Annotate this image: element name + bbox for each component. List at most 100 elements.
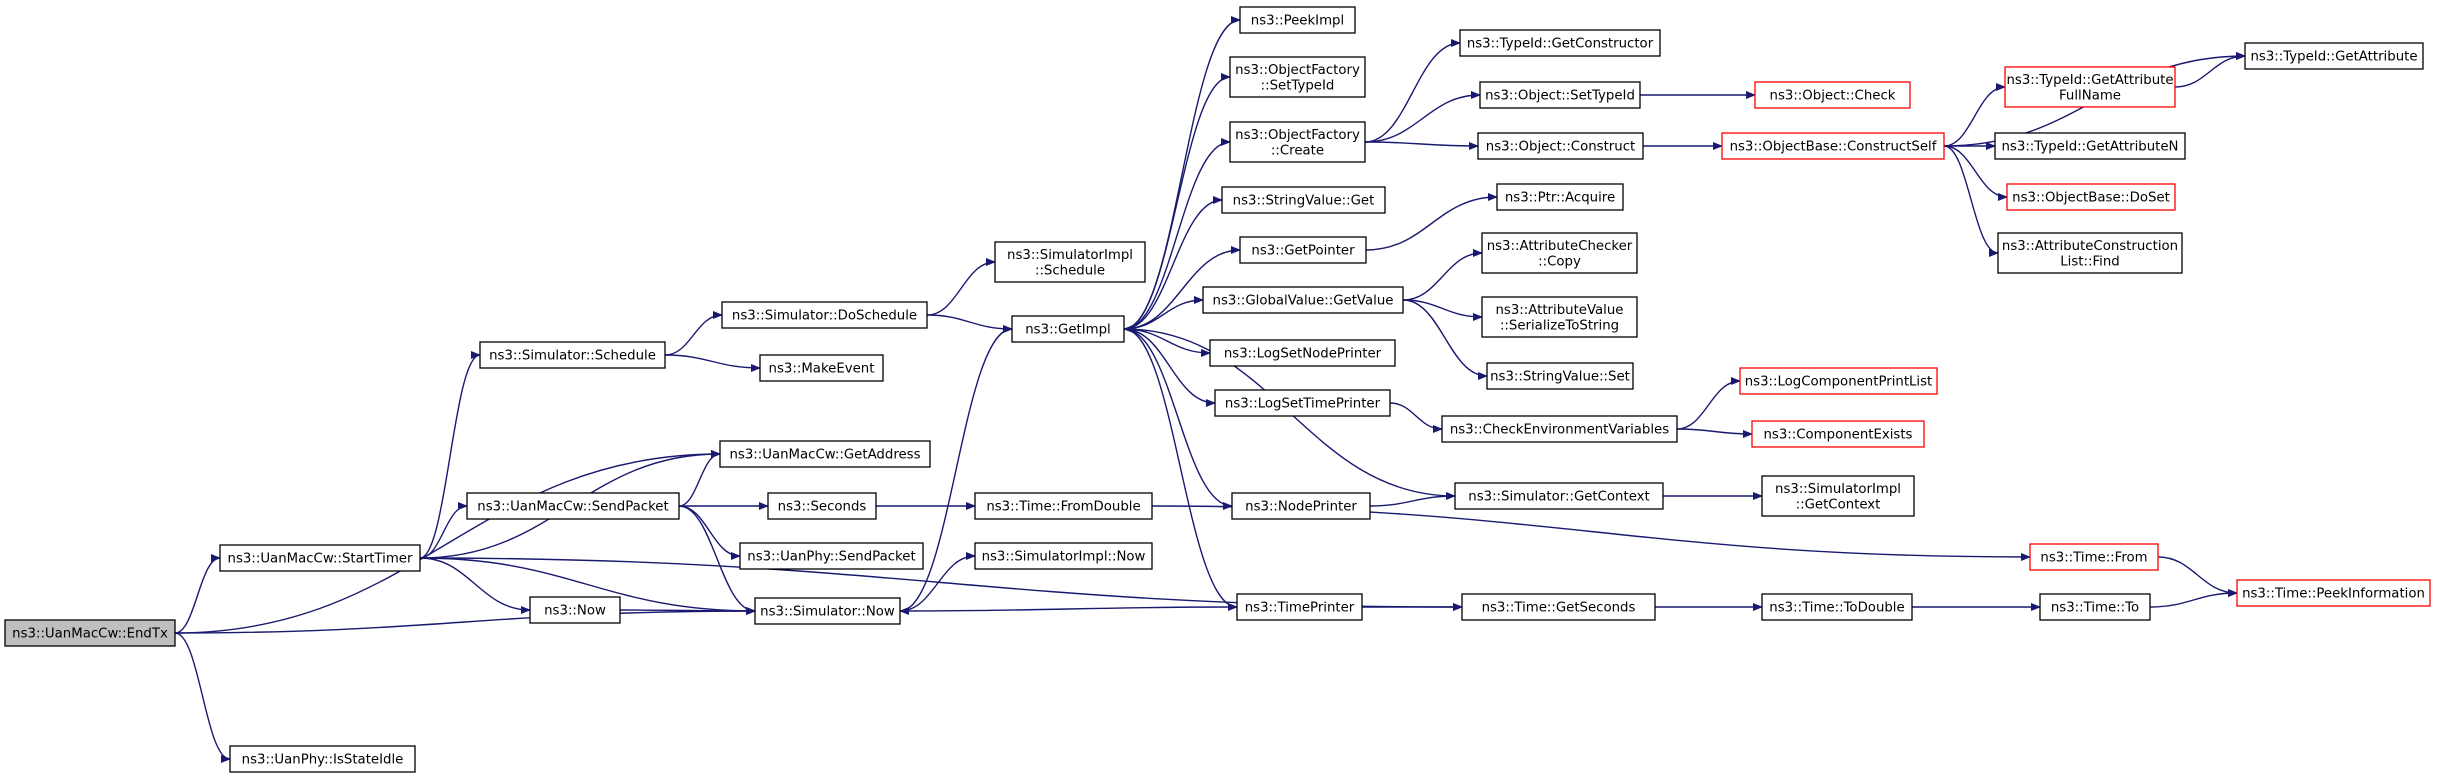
node-label: ns3::Object::Construct (1486, 140, 1635, 155)
edge-line (174, 450, 721, 634)
node-objcheck[interactable]: ns3::Object::Check (1754, 81, 1911, 109)
node-label: ns3::Object::SetTypeId (1485, 89, 1635, 104)
node-getimpl[interactable]: ns3::GetImpl (1011, 315, 1125, 343)
edge-gvgetvalue-to-acheckercopy (1402, 249, 1483, 301)
node-box (1481, 296, 1638, 338)
node-makeevent[interactable]: ns3::MakeEvent (759, 354, 884, 382)
node-timeto[interactable]: ns3::Time::To (2039, 593, 2151, 621)
edge-line (899, 552, 976, 612)
edge-timeprinter-to-simnow (899, 606, 1238, 615)
node-checkenv[interactable]: ns3::CheckEnvironmentVariables (1441, 415, 1678, 443)
node-ofcreate[interactable]: ns3::ObjectFactory::Create (1229, 121, 1366, 163)
node-timetodouble[interactable]: ns3::Time::ToDouble (1761, 593, 1913, 621)
node-label: ns3::NodePrinter (1245, 500, 1357, 515)
node-simimplnow[interactable]: ns3::SimulatorImpl::Now (974, 542, 1153, 570)
node-label: ns3::ObjectBase::ConstructSelf (1730, 140, 1937, 155)
node-tidgetattrn[interactable]: ns3::TypeId::GetAttributeN (1994, 132, 2186, 160)
node-label: ns3::UanMacCw::SendPacket (477, 500, 668, 515)
node-label: ns3::StringValue::Set (1490, 370, 1630, 385)
node-box (739, 542, 924, 570)
node-label: ns3::Object::Check (1770, 89, 1896, 104)
node-starttimer[interactable]: ns3::UanMacCw::StartTimer (219, 544, 421, 572)
node-label: ns3::UanMacCw::EndTx (12, 627, 168, 642)
node-label: ns3::Time::ToDouble (1769, 601, 1904, 616)
node-label: ns3::ObjectFactory (1235, 63, 1360, 78)
edge-line (2149, 589, 2238, 608)
node-tidgetctor[interactable]: ns3::TypeId::GetConstructor (1459, 29, 1661, 57)
node-logsetnode[interactable]: ns3::LogSetNodePrinter (1209, 339, 1396, 367)
node-box (721, 301, 928, 329)
node-label: ns3::UanPhy::SendPacket (747, 550, 915, 565)
node-box (1486, 362, 1634, 390)
node-timepeekinfo[interactable]: ns3::Time::PeekInformation (2236, 579, 2431, 607)
node-box (1459, 29, 1661, 57)
edge-timefrom-to-timepeekinfo (2157, 556, 2238, 597)
edge-line (899, 325, 1013, 612)
node-tidgetattr[interactable]: ns3::TypeId::GetAttribute (2244, 42, 2424, 70)
edge-nodeprinter-to-simgetcontext (1369, 492, 1456, 507)
edge-getimpl-to-gvgetvalue (1123, 296, 1204, 330)
node-acheckercopy[interactable]: ns3::AttributeChecker::Copy (1481, 232, 1638, 274)
node-getpointer[interactable]: ns3::GetPointer (1239, 236, 1367, 264)
node-obconstructself[interactable]: ns3::ObjectBase::ConstructSelf (1721, 132, 1945, 160)
node-label: ns3::Simulator::DoSchedule (732, 309, 917, 324)
node-box (466, 492, 680, 520)
node-nodeprinter[interactable]: ns3::NodePrinter (1231, 492, 1371, 520)
node-box (1209, 339, 1396, 367)
node-endtx[interactable]: ns3::UanMacCw::EndTx (4, 619, 176, 647)
node-simgetcontext[interactable]: ns3::Simulator::GetContext (1454, 482, 1664, 510)
node-label: ns3::Simulator::Schedule (489, 349, 656, 364)
node-simschedule[interactable]: ns3::Simulator::Schedule (479, 341, 666, 369)
node-avserialize[interactable]: ns3::AttributeValue::SerializeToString (1481, 296, 1638, 338)
node-box (2236, 579, 2431, 607)
edge-now-to-simnow (619, 606, 756, 615)
node-compexists[interactable]: ns3::ComponentExists (1751, 420, 1925, 448)
node-obdoset[interactable]: ns3::ObjectBase::DoSet (2006, 183, 2176, 211)
node-objsettypeid[interactable]: ns3::Object::SetTypeId (1479, 81, 1641, 109)
node-box (974, 542, 1153, 570)
node-box (4, 619, 176, 647)
node-gvgetvalue[interactable]: ns3::GlobalValue::GetValue (1202, 286, 1404, 314)
node-ptracquire[interactable]: ns3::Ptr::Acquire (1496, 183, 1624, 211)
node-seconds[interactable]: ns3::Seconds (767, 492, 877, 520)
node-box (1739, 367, 1938, 395)
node-timefromdouble[interactable]: ns3::Time::FromDouble (974, 492, 1153, 520)
node-simnow[interactable]: ns3::Simulator::Now (754, 597, 901, 625)
node-label: ns3::MakeEvent (769, 362, 875, 377)
node-label: ns3::CheckEnvironmentVariables (1450, 423, 1669, 438)
node-timegetseconds[interactable]: ns3::Time::GetSeconds (1461, 593, 1656, 621)
node-ofsettypeid[interactable]: ns3::ObjectFactory::SetTypeId (1229, 56, 1366, 98)
node-isidle[interactable]: ns3::UanPhy::IsStateIdle (229, 745, 416, 773)
node-stringvalueget[interactable]: ns3::StringValue::Get (1221, 186, 1386, 214)
node-objconstruct[interactable]: ns3::Object::Construct (1477, 132, 1644, 160)
node-simimplgetcontext[interactable]: ns3::SimulatorImpl::GetContext (1761, 475, 1915, 517)
edge-getimpl-to-ofcreate (1123, 138, 1231, 330)
node-logcompprint[interactable]: ns3::LogComponentPrintList (1739, 367, 1938, 395)
node-label: ns3::GetPointer (1251, 244, 1355, 259)
node-doschedule[interactable]: ns3::Simulator::DoSchedule (721, 301, 928, 329)
node-logsettime[interactable]: ns3::LogSetTimePrinter (1214, 389, 1391, 417)
node-physend[interactable]: ns3::UanPhy::SendPacket (739, 542, 924, 570)
node-label: ns3::GetImpl (1025, 323, 1110, 338)
node-simimplschedule[interactable]: ns3::SimulatorImpl::Schedule (994, 241, 1146, 283)
node-box (2029, 543, 2159, 571)
edge-line (2157, 556, 2238, 597)
node-getaddress[interactable]: ns3::UanMacCw::GetAddress (719, 440, 931, 468)
edge-obconstructself-to-tidgetattrfull (1943, 83, 2006, 147)
edge-starttimer-to-now (419, 557, 531, 614)
node-timefrom[interactable]: ns3::Time::From (2029, 543, 2159, 571)
node-sendpacket[interactable]: ns3::UanMacCw::SendPacket (466, 492, 680, 520)
edge-line (678, 505, 741, 560)
edge-ofcreate-to-objsettypeid (1364, 91, 1481, 143)
edge-line (419, 557, 531, 614)
edge-line (678, 505, 756, 615)
node-timeprinter[interactable]: ns3::TimePrinter (1236, 593, 1363, 621)
edge-line (1364, 39, 1461, 143)
node-now[interactable]: ns3::Now (529, 596, 621, 624)
node-peekimpl[interactable]: ns3::PeekImpl (1239, 6, 1356, 34)
node-stringvalueset[interactable]: ns3::StringValue::Set (1486, 362, 1634, 390)
node-label: ::Copy (1538, 254, 1581, 269)
node-box (754, 597, 901, 625)
